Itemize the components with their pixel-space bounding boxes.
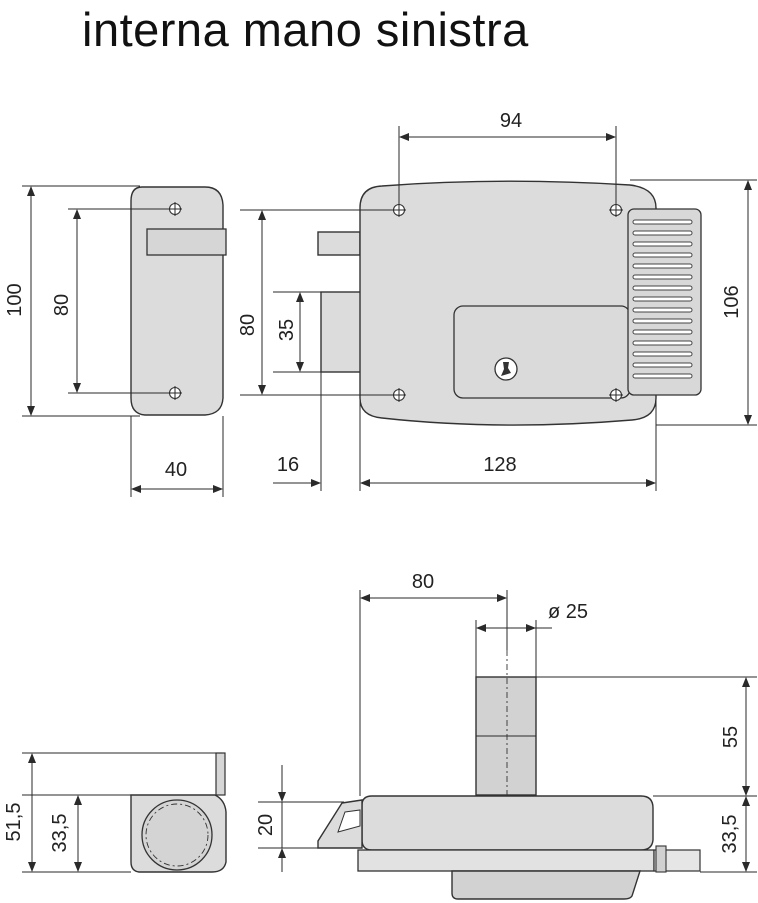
plan-body — [361, 795, 654, 851]
plan-bottom-bar — [451, 870, 641, 900]
dim-plan-backset: 80 — [412, 571, 434, 593]
front-dead-bolt — [320, 291, 362, 373]
dim-plan-cylinder: ø 25 — [548, 601, 588, 623]
dim-side-width: 40 — [165, 459, 187, 481]
drawing-title: interna mano sinistra — [82, 3, 529, 56]
bottom-side-view: 51,5 33,5 — [3, 752, 227, 873]
dim-front-holes-h: 94 — [500, 110, 522, 132]
front-cylinder-panel — [453, 305, 631, 399]
dim-plan-depth-right: 33,5 — [719, 815, 741, 854]
dim-front-length: 128 — [483, 454, 516, 476]
bottom-side-plate — [215, 752, 226, 796]
plan-view: 80 ø 25 55 20 33,5 — [255, 571, 757, 900]
dim-plan-projection: 55 — [720, 726, 742, 748]
front-latch-bolt — [317, 231, 361, 256]
dim-front-offset: 16 — [277, 454, 299, 476]
dim-front-bolt: 35 — [276, 319, 298, 341]
dim-plan-depth-total: 51,5 — [3, 803, 25, 842]
grille-slots — [632, 219, 693, 379]
dim-plan-bolt: 20 — [255, 814, 277, 836]
side-latch-tab — [146, 228, 227, 256]
side-view: 100 80 40 — [4, 185, 227, 497]
front-view: 94 80 35 106 16 128 — [237, 110, 757, 491]
dim-side-height: 100 — [4, 283, 26, 316]
dim-side-holes: 80 — [51, 294, 73, 316]
plan-base-plate — [357, 849, 655, 872]
bottom-side-knob — [141, 799, 213, 871]
side-body — [130, 186, 224, 416]
dim-plan-depth-left: 33,5 — [49, 814, 71, 853]
dim-front-holes-v: 80 — [237, 314, 259, 336]
dim-front-height: 106 — [721, 285, 743, 318]
